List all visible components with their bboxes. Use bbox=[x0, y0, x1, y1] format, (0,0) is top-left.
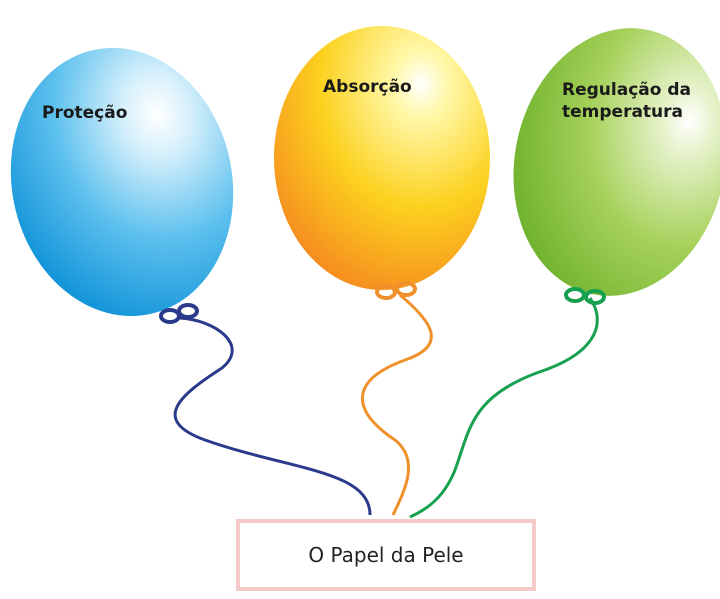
balloon-string-protecao bbox=[173, 316, 372, 516]
balloon-absorcao bbox=[274, 26, 490, 290]
balloon-label-regulacao-line1: Regulação da bbox=[562, 80, 691, 100]
balloon-string-regulacao bbox=[409, 297, 599, 519]
bow-protecao bbox=[159, 303, 199, 324]
bow-regulacao bbox=[564, 287, 606, 305]
bow-absorcao bbox=[375, 281, 417, 300]
balloon-label-regulacao: Regulação da temperatura bbox=[562, 79, 691, 123]
balloon-label-absorcao: Absorção bbox=[323, 77, 412, 97]
balloon-protecao bbox=[10, 47, 234, 317]
balloon-regulacao bbox=[513, 28, 720, 296]
balloon-string-absorcao bbox=[361, 293, 433, 516]
title-box: O Papel da Pele bbox=[236, 519, 536, 591]
balloon-label-regulacao-line2: temperatura bbox=[562, 102, 684, 122]
title-text: O Papel da Pele bbox=[308, 543, 464, 567]
balloon-label-protecao: Proteção bbox=[42, 103, 128, 123]
